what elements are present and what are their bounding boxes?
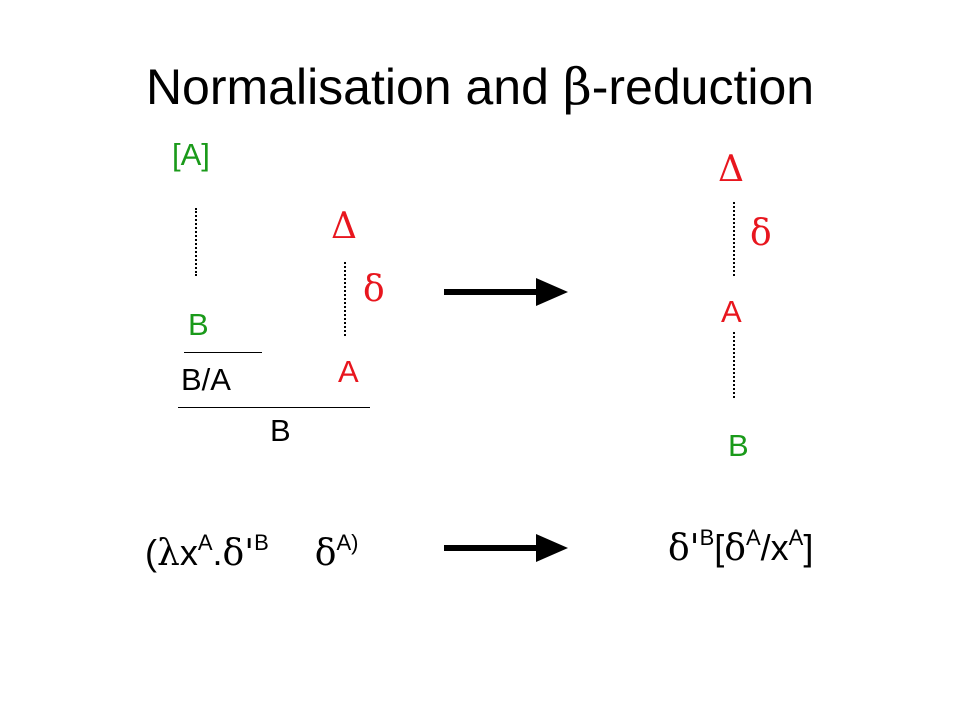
term-argument-type: A)	[336, 530, 359, 555]
term-body-type: B	[254, 530, 269, 555]
result-slash-variable: /x	[760, 527, 789, 568]
term-open-paren: (	[145, 532, 157, 573]
inference-line-intro	[184, 352, 262, 353]
premise-b-label: B	[188, 307, 209, 342]
left-dotted-derivation-b	[195, 208, 197, 276]
reduction-arrow-bottom	[444, 534, 568, 562]
term-argument: δ	[314, 533, 337, 574]
right-dotted-derivation-a	[733, 202, 735, 276]
right-context-delta: Δ	[718, 149, 744, 190]
right-derivation-delta: δ	[750, 213, 772, 254]
result-close-bracket: ]	[803, 527, 814, 568]
lambda-symbol: λ	[157, 533, 180, 574]
title-rest: -reduction	[591, 59, 815, 115]
term-variable-type: A	[197, 530, 213, 555]
inference-line-elim	[178, 407, 370, 408]
result-argument-type: A	[745, 525, 761, 550]
right-middle-a-label: A	[721, 294, 742, 329]
result-body-type: B	[699, 525, 715, 550]
reduction-arrow-top	[444, 278, 568, 306]
right-conclusion-b-label: B	[728, 428, 749, 463]
left-dotted-derivation-a	[344, 262, 346, 336]
left-derivation-delta: δ	[363, 269, 385, 310]
result-body: δ'	[668, 528, 700, 569]
implication-label: B/A	[181, 362, 231, 397]
left-context-delta: Δ	[331, 206, 357, 247]
term-dot: .	[212, 532, 223, 573]
premise-a-label: A	[338, 354, 359, 389]
right-substitution-term: δ'B[δA/xA]	[668, 527, 814, 569]
title-beta: β	[562, 58, 592, 116]
result-variable-type: A	[788, 525, 804, 550]
result-open-bracket: [	[714, 527, 725, 568]
term-variable: x	[179, 532, 198, 573]
right-dotted-derivation-b	[733, 332, 735, 398]
conclusion-b-label: B	[270, 413, 291, 448]
term-body: δ'	[222, 533, 255, 574]
title-text: Normalisation and	[145, 59, 563, 115]
result-argument: δ	[724, 528, 746, 569]
page-title: Normalisation and β-reduction	[0, 62, 960, 112]
assumption-label: [A]	[172, 137, 210, 172]
